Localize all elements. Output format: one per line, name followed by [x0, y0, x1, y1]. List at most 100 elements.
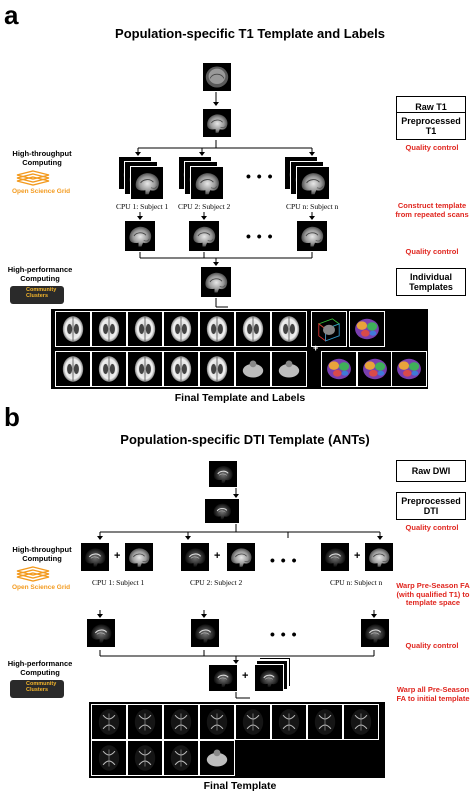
cerebellum-slice [271, 351, 307, 387]
cpu-label-1: CPU 1: Subject 1 [116, 202, 169, 211]
warped-fa-2 [190, 618, 220, 648]
axial-slice [271, 311, 307, 347]
raw-t1-image [202, 62, 232, 92]
panel-b-letter: b [4, 402, 20, 432]
color-label-axial [321, 351, 357, 387]
warp-to-template-label: Warp Pre-Season FA (with qualified T1) t… [396, 581, 470, 608]
fa-axial-slice [91, 704, 127, 740]
plus-sign: + [214, 550, 221, 562]
fa-axial-slice [343, 704, 379, 740]
fa-axial-slice [163, 704, 199, 740]
cpu-label-2: CPU 2: Subject 2 [178, 202, 231, 211]
preprocessed-t1-box: Preprocessed T1 [396, 112, 466, 140]
high-throughput-computing-label: High-throughput Computing [12, 149, 72, 167]
plus-sign: + [114, 550, 121, 562]
high-throughput-computing-label: High-throughput Computing [12, 545, 72, 563]
axial-slice [91, 311, 127, 347]
fa-axial-slice [163, 740, 199, 776]
ellipsis-dots-2: • • • [246, 228, 274, 244]
axial-slice [235, 311, 271, 347]
ellipsis-dots-2: • • • [270, 626, 298, 642]
subject-1-fa [80, 542, 110, 572]
warp-to-initial-label: Warp all Pre-Season FA to initial templa… [396, 685, 470, 703]
axial-slice [55, 351, 91, 387]
subject-1-stack [118, 156, 168, 202]
final-template-strip [89, 702, 385, 778]
axial-slice [199, 351, 235, 387]
panel-a-connectors [135, 92, 315, 308]
panel-b-connectors [97, 488, 383, 699]
subject-n-t1 [364, 542, 394, 572]
fa-axial-slice [307, 704, 343, 740]
fa-axial-slice [235, 704, 271, 740]
template-subject-n [296, 220, 328, 252]
fa-axial-slice [271, 704, 307, 740]
panel-a-title: Population-specific T1 Template and Labe… [115, 26, 385, 41]
axial-slice [91, 351, 127, 387]
subject-1-t1 [124, 542, 154, 572]
plus-sign: + [354, 550, 361, 562]
cpu-label-1: CPU 1: Subject 1 [92, 578, 145, 587]
warped-fa-n [360, 618, 390, 648]
fa-axial-slice [199, 704, 235, 740]
preprocessed-dti-image [204, 498, 240, 524]
community-clusters-logo: Community Clusters [10, 680, 64, 698]
panel-b-final-label: Final Template [203, 780, 277, 792]
plus-sign: + [313, 343, 319, 353]
subject-2-t1 [226, 542, 256, 572]
template-subject-1 [124, 220, 156, 252]
initial-template-stack [254, 664, 284, 692]
axial-slice [127, 351, 163, 387]
panel-b-title: Population-specific DTI Template (ANTs) [120, 432, 370, 447]
group-template-image [200, 266, 232, 298]
community-clusters-text: Community Clusters [26, 287, 57, 299]
fa-axial-slice [127, 704, 163, 740]
axial-slice [55, 311, 91, 347]
preprocessed-dti-box: Preprocessed DTI [396, 492, 466, 520]
open-science-grid-logo [16, 170, 50, 186]
high-performance-computing-label: High-performance Computing [7, 659, 73, 677]
quality-control-label: Quality control [405, 247, 459, 256]
ellipsis-dots: • • • [246, 168, 274, 184]
open-science-grid-text: Open Science Grid [12, 584, 71, 591]
axial-slice [163, 351, 199, 387]
community-clusters-logo: Community Clusters [10, 286, 64, 304]
individual-templates-box: Individual Templates [396, 268, 466, 296]
high-performance-computing-label: High-performance Computing [7, 265, 73, 283]
raw-dwi-box: Raw DWI [396, 460, 466, 482]
subject-2-fa [180, 542, 210, 572]
subject-n-fa [320, 542, 350, 572]
plus-sign: + [242, 670, 249, 682]
community-clusters-text: Community Clusters [26, 681, 57, 693]
final-template-strip: + [51, 309, 428, 389]
color-label-axial [357, 351, 393, 387]
quality-control-label: Quality control [405, 641, 459, 650]
raw-dwi-image [208, 460, 238, 488]
axial-slice [163, 311, 199, 347]
cpu-label-2: CPU 2: Subject 2 [190, 578, 243, 587]
panel-a-final-label: Final Template and Labels [174, 392, 306, 404]
cpu-label-n: CPU n: Subject n [286, 202, 339, 211]
panel-a-letter: a [4, 0, 19, 30]
orthogonal-view-cube [311, 311, 347, 347]
fa-axial-slice [127, 740, 163, 776]
open-science-grid-logo [16, 566, 50, 582]
quality-control-label: Quality control [405, 523, 459, 532]
cpu-label-n: CPU n: Subject n [330, 578, 383, 587]
subject-2-stack [178, 156, 228, 202]
color-label-axial [391, 351, 427, 387]
subject-n-stack [284, 156, 334, 202]
axial-slice [199, 311, 235, 347]
fa-axial-slice [91, 740, 127, 776]
cerebellum-slice [235, 351, 271, 387]
fa-cerebellum-slice [199, 740, 235, 776]
warped-fa-1 [86, 618, 116, 648]
open-science-grid-text: Open Science Grid [12, 188, 71, 195]
color-label-sagittal [349, 311, 385, 347]
quality-control-label: Quality control [405, 143, 459, 152]
construct-template-label: Construct template from repeated scans [395, 201, 469, 219]
template-subject-2 [188, 220, 220, 252]
initial-template-fa [208, 664, 238, 692]
preprocessed-t1-image [202, 108, 232, 138]
ellipsis-dots: • • • [270, 552, 298, 568]
